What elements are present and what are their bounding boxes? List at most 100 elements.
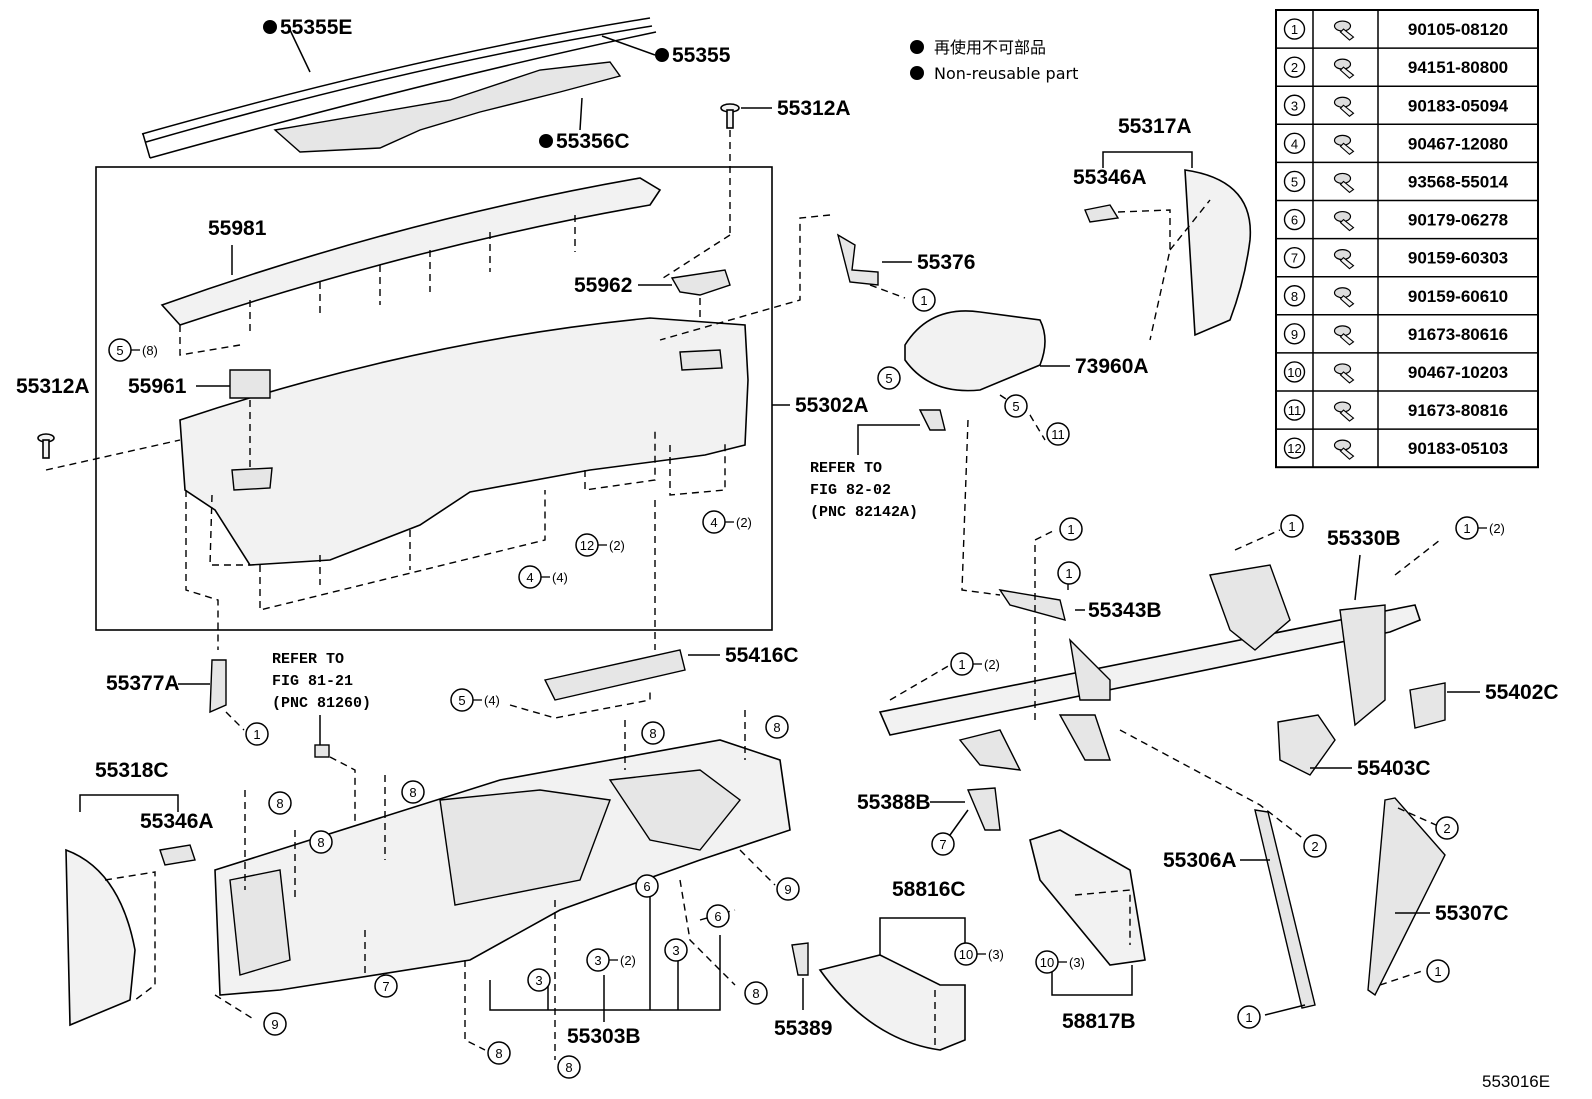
fastener-part-number: 93568-55014 [1408, 172, 1509, 191]
callout-c8c: 8 [401, 780, 425, 804]
callout-number: 5 [1012, 399, 1019, 414]
callout-number: 2 [1443, 821, 1450, 836]
callout-circle [744, 981, 768, 1005]
callout-circle [1046, 422, 1070, 446]
fastener-number: 11 [1288, 403, 1302, 418]
fastener-number-badge [1283, 18, 1306, 40]
fastener-number: 8 [1291, 289, 1298, 304]
part-55389-clip [791, 942, 809, 976]
callout-c1_55376: 1 [912, 288, 936, 312]
callout-number: 9 [271, 1017, 278, 1032]
part-55318C-side [65, 848, 136, 1027]
label-55355E: 55355E [280, 16, 352, 39]
callout-circle [245, 722, 269, 746]
callout-number: 8 [276, 796, 283, 811]
part-55302A-panel [179, 317, 749, 566]
fastener-number: 1 [1291, 22, 1298, 37]
callout-c8a: 8 [641, 721, 665, 745]
callout-c11: 11 [1046, 422, 1070, 446]
label-55312A-top: 55312A [777, 97, 851, 120]
callout-number: 8 [409, 785, 416, 800]
callout-circle [1280, 514, 1304, 538]
callout-quantity: (3) [1069, 955, 1085, 970]
part-58817B-door [1029, 829, 1146, 966]
callout-quantity: (4) [552, 570, 568, 585]
fastener-number-badge [1283, 132, 1306, 155]
label-55377A: 55377A [106, 672, 180, 695]
callout-number: 8 [752, 986, 759, 1001]
callout-c5_top: 5(8) [108, 338, 158, 362]
fastener-icon [1333, 363, 1355, 384]
callout-circle [635, 874, 659, 898]
callout-number: 6 [643, 879, 650, 894]
callout-circle [1004, 394, 1028, 418]
label-55306A: 55306A [1163, 849, 1237, 872]
callout-c8h: 8 [557, 1055, 581, 1079]
callout-c5_mid: 5(4) [450, 688, 500, 712]
label-58816C: 58816C [892, 878, 966, 901]
callout-number: 10 [959, 947, 973, 962]
callout-circle [268, 791, 292, 815]
callout-c7: 7 [931, 832, 955, 856]
refer-81-21-l3: (PNC 81260) [272, 695, 371, 712]
callout-number: 7 [939, 837, 946, 852]
legend-jp: 再使用不可部品 [934, 38, 1046, 57]
callout-c1_306: 1 [1237, 1005, 1261, 1029]
fastener-row: 3 90183-05094 [1283, 94, 1509, 117]
callout-circle [374, 974, 398, 998]
fastener-icon [1333, 325, 1355, 346]
part-55356C-pad [273, 61, 622, 153]
callout-number: 4 [710, 515, 717, 530]
callout-c4b: 4(4) [518, 565, 568, 589]
refer-82-02-l1: REFER TO [810, 460, 882, 477]
callout-circle [877, 366, 901, 390]
callout-quantity: (3) [988, 947, 1004, 962]
label-55303B: 55303B [567, 1025, 641, 1048]
callout-c1_377: 1 [245, 722, 269, 746]
label-55389: 55389 [774, 1017, 832, 1040]
fastener-icon [1333, 96, 1355, 117]
callout-number: 3 [672, 943, 679, 958]
callout-c8e: 8 [309, 830, 333, 854]
fastener-number: 6 [1291, 213, 1298, 228]
callout-number: 1 [1067, 522, 1074, 537]
callout-number: 1 [1288, 519, 1295, 534]
callout-number: 8 [495, 1046, 502, 1061]
callout-circle [557, 1055, 581, 1079]
fastener-part-number: 90159-60303 [1408, 249, 1508, 268]
fastener-number-badge [1283, 170, 1306, 193]
callout-circle [527, 968, 551, 992]
callout-number: 6 [714, 909, 721, 924]
label-55307C: 55307C [1435, 902, 1509, 925]
callout-number: 8 [773, 720, 780, 735]
label-55355: 55355 [672, 44, 731, 67]
callout-circle [1426, 959, 1450, 983]
callout-c10a: 10 (3) [954, 942, 1004, 966]
callout-c6a: 6 [635, 874, 659, 898]
label-55981: 55981 [208, 217, 267, 240]
callout-circle [1237, 1005, 1261, 1029]
callout-number: 1 [958, 657, 965, 672]
callout-c1_r5: 1(2) [1455, 516, 1505, 540]
callout-circle [641, 721, 665, 745]
fastener-number: 9 [1291, 327, 1298, 342]
callout-c4a: 4(2) [702, 510, 752, 534]
callout-circle [487, 1041, 511, 1065]
fastener-number: 3 [1291, 98, 1298, 113]
part-55355E-molding [141, 17, 657, 159]
fastener-number: 4 [1291, 136, 1298, 151]
fastener-icon [1333, 134, 1355, 156]
callout-c3a: 3 [527, 968, 551, 992]
fastener-icon [1333, 249, 1355, 270]
fastener-icon [1333, 20, 1355, 41]
part-55317A-side [1184, 169, 1252, 337]
fastener-number-badge [1283, 361, 1306, 383]
non-reusable-dot-icon [910, 66, 924, 80]
label-55376: 55376 [917, 251, 975, 274]
fastener-part-number: 90183-05094 [1408, 96, 1509, 115]
